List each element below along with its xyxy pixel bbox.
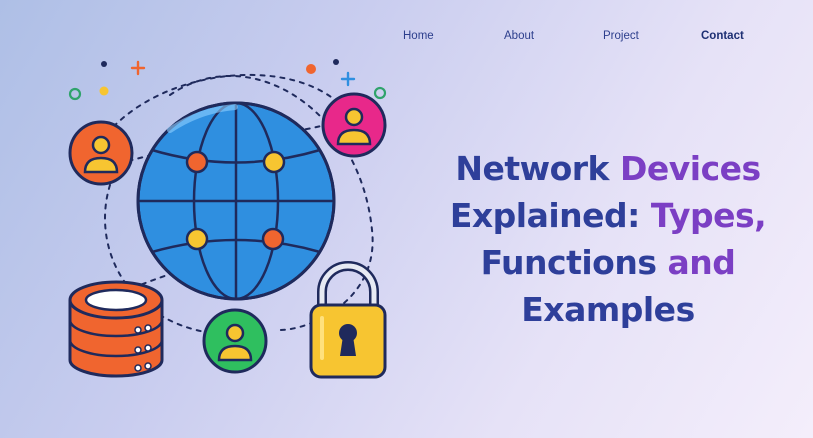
database-icon <box>68 280 164 378</box>
hero-title-part: Types, <box>650 196 767 235</box>
padlock-icon <box>309 261 387 379</box>
hero-title-part: Functions <box>480 243 668 282</box>
hero-title: Network Devices Explained: Types, Functi… <box>418 145 798 333</box>
hero-title-part: Devices <box>619 149 761 188</box>
network-illustration <box>68 59 387 379</box>
hero-title-part: Examples <box>521 290 695 329</box>
hero-title-part: Explained: <box>449 196 651 235</box>
hero-title-part: and <box>667 243 736 282</box>
nav-about-link[interactable]: About <box>504 30 535 42</box>
nav-home-link[interactable]: Home <box>403 30 434 42</box>
nav-project-link[interactable]: Project <box>603 30 639 42</box>
user-icon <box>68 120 134 186</box>
decoration-sparkles <box>68 59 387 101</box>
hero-title-part: Network <box>455 149 620 188</box>
user-icon <box>321 92 387 158</box>
globe-icon <box>136 101 336 301</box>
top-navigation: Home About Project Contact <box>0 30 813 48</box>
user-icon <box>202 308 268 374</box>
nav-contact-link[interactable]: Contact <box>701 30 744 42</box>
